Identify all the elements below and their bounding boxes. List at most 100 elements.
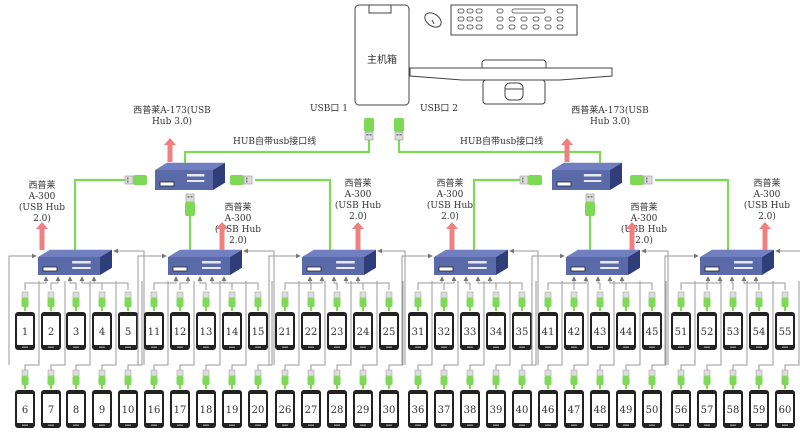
- usb-wire: [50, 276, 61, 290]
- usb-wire: [310, 276, 325, 290]
- phone-8: 8: [66, 390, 86, 428]
- usb-wire: [495, 281, 511, 372]
- phone-number-label: 38: [464, 405, 477, 416]
- phone-23: 23: [327, 312, 347, 350]
- usb-wire: [573, 281, 589, 372]
- usb-plug-icon: [518, 291, 526, 311]
- phone-number-label: 24: [357, 327, 370, 338]
- hub-label-line: Hub 3.0): [152, 116, 192, 127]
- phone-41: 41: [538, 312, 558, 350]
- phone-number-label: 1: [22, 327, 28, 338]
- phone-number-label: 55: [779, 327, 792, 338]
- usb-plug-icon: [781, 369, 789, 389]
- phone-number-label: 44: [620, 327, 633, 338]
- usb-plug-icon: [202, 291, 210, 311]
- usb-plug-icon: [703, 291, 711, 311]
- usb-wire: [310, 281, 326, 372]
- usb-wire: [401, 253, 433, 365]
- phone-number-label: 29: [357, 405, 370, 416]
- usb-wire: [417, 276, 445, 290]
- hub-label-line: 2.0): [441, 211, 459, 222]
- hub-label-line: 2.0): [758, 211, 776, 222]
- phone-number-label: 40: [516, 405, 529, 416]
- phone-50: 50: [642, 390, 662, 428]
- usb-wire: [521, 281, 537, 372]
- usb-wire: [595, 276, 601, 290]
- mouse-icon: [424, 12, 442, 28]
- phone-54: 54: [749, 312, 769, 350]
- phone-number-label: 33: [464, 327, 477, 338]
- hub-label-line: 西普莱: [436, 177, 463, 189]
- phone-number-label: 6: [22, 405, 28, 416]
- usb-plug-icon: [492, 369, 500, 389]
- usb-plug-icon: [202, 369, 210, 389]
- phone-52: 52: [697, 312, 717, 350]
- usb-wire: [284, 281, 300, 372]
- phone-56: 56: [671, 390, 691, 428]
- usb-wire: [209, 276, 233, 290]
- phone-16: 16: [144, 390, 164, 428]
- usb-plug-icon: [72, 369, 80, 389]
- phone-number-label: 11: [148, 327, 161, 338]
- usb-plug-icon: [414, 369, 422, 389]
- usb-wire: [573, 276, 589, 290]
- phone-number-label: 60: [779, 405, 792, 416]
- usb-plug-icon: [570, 291, 578, 311]
- phone-9: 9: [92, 390, 112, 428]
- phone-number-label: 23: [331, 327, 344, 338]
- a300-arrow-icon: [446, 222, 458, 250]
- phone-number-label: 46: [542, 405, 555, 416]
- phone-3: 3: [66, 312, 86, 350]
- usb-plug-icon: [519, 175, 542, 185]
- phone-number-label: 56: [675, 405, 688, 416]
- phone-number-label: 49: [620, 405, 633, 416]
- usb-wire: [362, 281, 378, 372]
- usb-wire: [741, 276, 760, 290]
- a300-hub-1: [38, 249, 112, 275]
- phone-number-label: 58: [727, 405, 740, 416]
- usb-plug-icon: [729, 369, 737, 389]
- usb-plug-icon: [124, 175, 147, 185]
- usb-wire: [729, 276, 735, 290]
- cable-label-left: HUB自带usb接口线: [233, 135, 316, 147]
- hub-label-line: 西普莱A-173(USB: [571, 104, 649, 116]
- phone-27: 27: [301, 390, 321, 428]
- usb-plug-icon: [254, 369, 262, 389]
- phone-number-label: 50: [646, 405, 659, 416]
- phone-15: 15: [248, 312, 268, 350]
- usb-wire: [758, 281, 774, 372]
- usb-plug-icon: [281, 291, 289, 311]
- phone-4: 4: [92, 312, 112, 350]
- usb-plug-icon: [440, 369, 448, 389]
- usb-cable-to-right-a173: [397, 139, 602, 170]
- phone-19: 19: [222, 390, 242, 428]
- a300-arrow-icon: [352, 222, 364, 250]
- usb-cable-hub-1: [73, 178, 130, 257]
- phone-25: 25: [379, 312, 399, 350]
- phone-32: 32: [434, 312, 454, 350]
- phone-59: 59: [749, 390, 769, 428]
- phone-13: 13: [196, 312, 216, 350]
- phone-34: 34: [486, 312, 506, 350]
- phone-33: 33: [460, 312, 480, 350]
- usb-plug-icon: [228, 369, 236, 389]
- phone-6: 6: [15, 390, 35, 428]
- usb-plug-icon: [47, 369, 55, 389]
- usb-wire: [205, 281, 221, 372]
- phone-number-label: 32: [438, 327, 451, 338]
- usb-wire: [284, 276, 313, 290]
- phone-20: 20: [248, 390, 268, 428]
- usb-wire: [355, 276, 390, 290]
- phone-43: 43: [590, 312, 610, 350]
- phone-31: 31: [408, 312, 428, 350]
- usb-plug-icon: [622, 291, 630, 311]
- usb-wire: [531, 253, 565, 365]
- usb-plug-icon: [176, 291, 184, 311]
- phone-number-label: 48: [594, 405, 607, 416]
